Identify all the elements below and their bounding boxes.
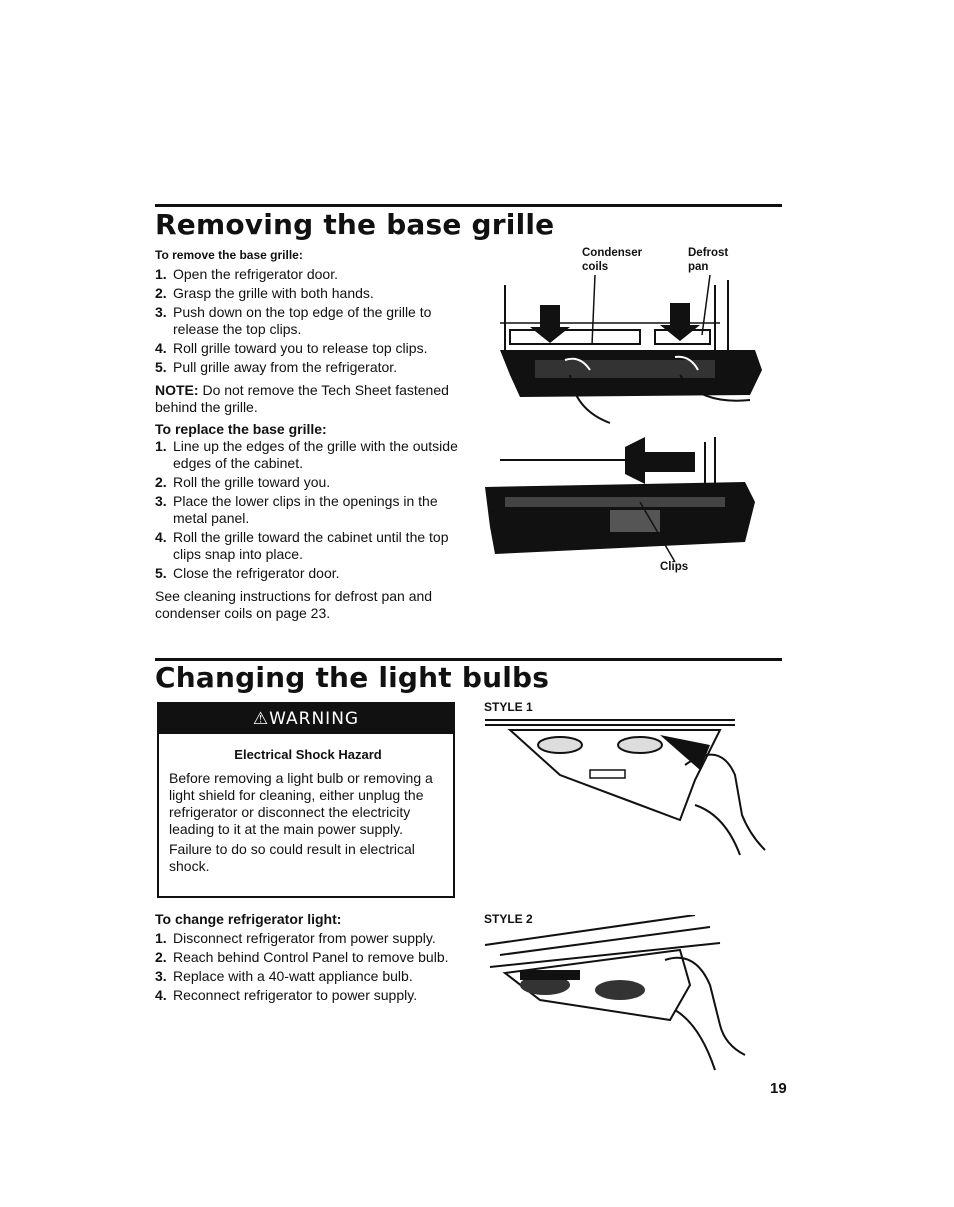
note: NOTE: Do not remove the Tech Sheet faste…: [155, 382, 460, 416]
label-condenser-coils: Condenser coils: [582, 247, 643, 273]
remove-heading: To remove the base grille:: [155, 248, 303, 262]
page-number: 19: [770, 1080, 787, 1097]
warning-box: ⚠WARNING Electrical Shock Hazard Before …: [157, 702, 455, 898]
label-clips: Clips: [660, 561, 689, 573]
list-item: 1.Line up the edges of the grille with t…: [155, 438, 458, 471]
warning-triangle-icon: ⚠: [252, 709, 270, 729]
grille-replace-illustration: [485, 437, 755, 563]
list-item: 5.Pull grille away from the refrigerator…: [155, 359, 398, 375]
section-rule-top: [155, 204, 782, 207]
change-heading: To change refrigerator light:: [155, 911, 342, 927]
label-defrost-pan: Defrost pan: [688, 247, 729, 273]
remove-steps: 1.Open the refrigerator door. 2.Grasp th…: [155, 266, 460, 376]
section-title-light-bulbs: Changing the light bulbs: [155, 661, 550, 694]
note-text: Do not remove the Tech Sheet fastened be…: [155, 382, 449, 415]
replace-steps: 1.Line up the edges of the grille with t…: [155, 438, 460, 582]
hazard-title: Electrical Shock Hazard: [234, 747, 382, 762]
light-style-1-illustration: [485, 719, 766, 856]
list-item: 4.Roll the grille toward the cabinet unt…: [155, 529, 449, 562]
list-item: 3.Replace with a 40-watt appliance bulb.: [155, 968, 413, 984]
style-2-label: STYLE 2: [484, 912, 533, 926]
replace-heading: To replace the base grille:: [155, 421, 327, 437]
list-item: 2.Reach behind Control Panel to remove b…: [155, 949, 449, 965]
change-steps: 1.Disconnect refrigerator from power sup…: [155, 930, 455, 1004]
grille-removal-illustration: [500, 275, 762, 424]
warning-body: Electrical Shock Hazard Before removing …: [169, 746, 447, 875]
see-cleaning-text: See cleaning instructions for defrost pa…: [155, 588, 433, 621]
note-label: NOTE:: [155, 382, 199, 398]
warning-text-2: Failure to do so could result in electri…: [169, 841, 415, 874]
list-item: 3.Place the lower clips in the openings …: [155, 493, 438, 526]
list-item: 1.Disconnect refrigerator from power sup…: [155, 930, 436, 946]
list-item: 1.Open the refrigerator door.: [155, 266, 338, 282]
list-item: 5.Close the refrigerator door.: [155, 565, 340, 581]
warning-text-1: Before removing a light bulb or removing…: [169, 770, 433, 837]
style-1-label: STYLE 1: [484, 700, 533, 714]
warning-label: WARNING: [269, 709, 360, 729]
warning-header: ⚠WARNING: [159, 704, 453, 734]
light-style-2-illustration: [484, 915, 746, 1071]
list-item: 4.Roll grille toward you to release top …: [155, 340, 428, 356]
list-item: 2.Grasp the grille with both hands.: [155, 285, 374, 301]
list-item: 3.Push down on the top edge of the grill…: [155, 304, 432, 337]
base-grille-instructions: To remove the base grille: 1.Open the re…: [155, 246, 460, 622]
light-change-instructions: To change refrigerator light: 1.Disconne…: [155, 910, 455, 1006]
section-title-base-grille: Removing the base grille: [155, 208, 555, 241]
section-rule-middle: [155, 658, 782, 661]
list-item: 2.Roll the grille toward you.: [155, 474, 331, 490]
list-item: 4.Reconnect refrigerator to power supply…: [155, 987, 418, 1003]
